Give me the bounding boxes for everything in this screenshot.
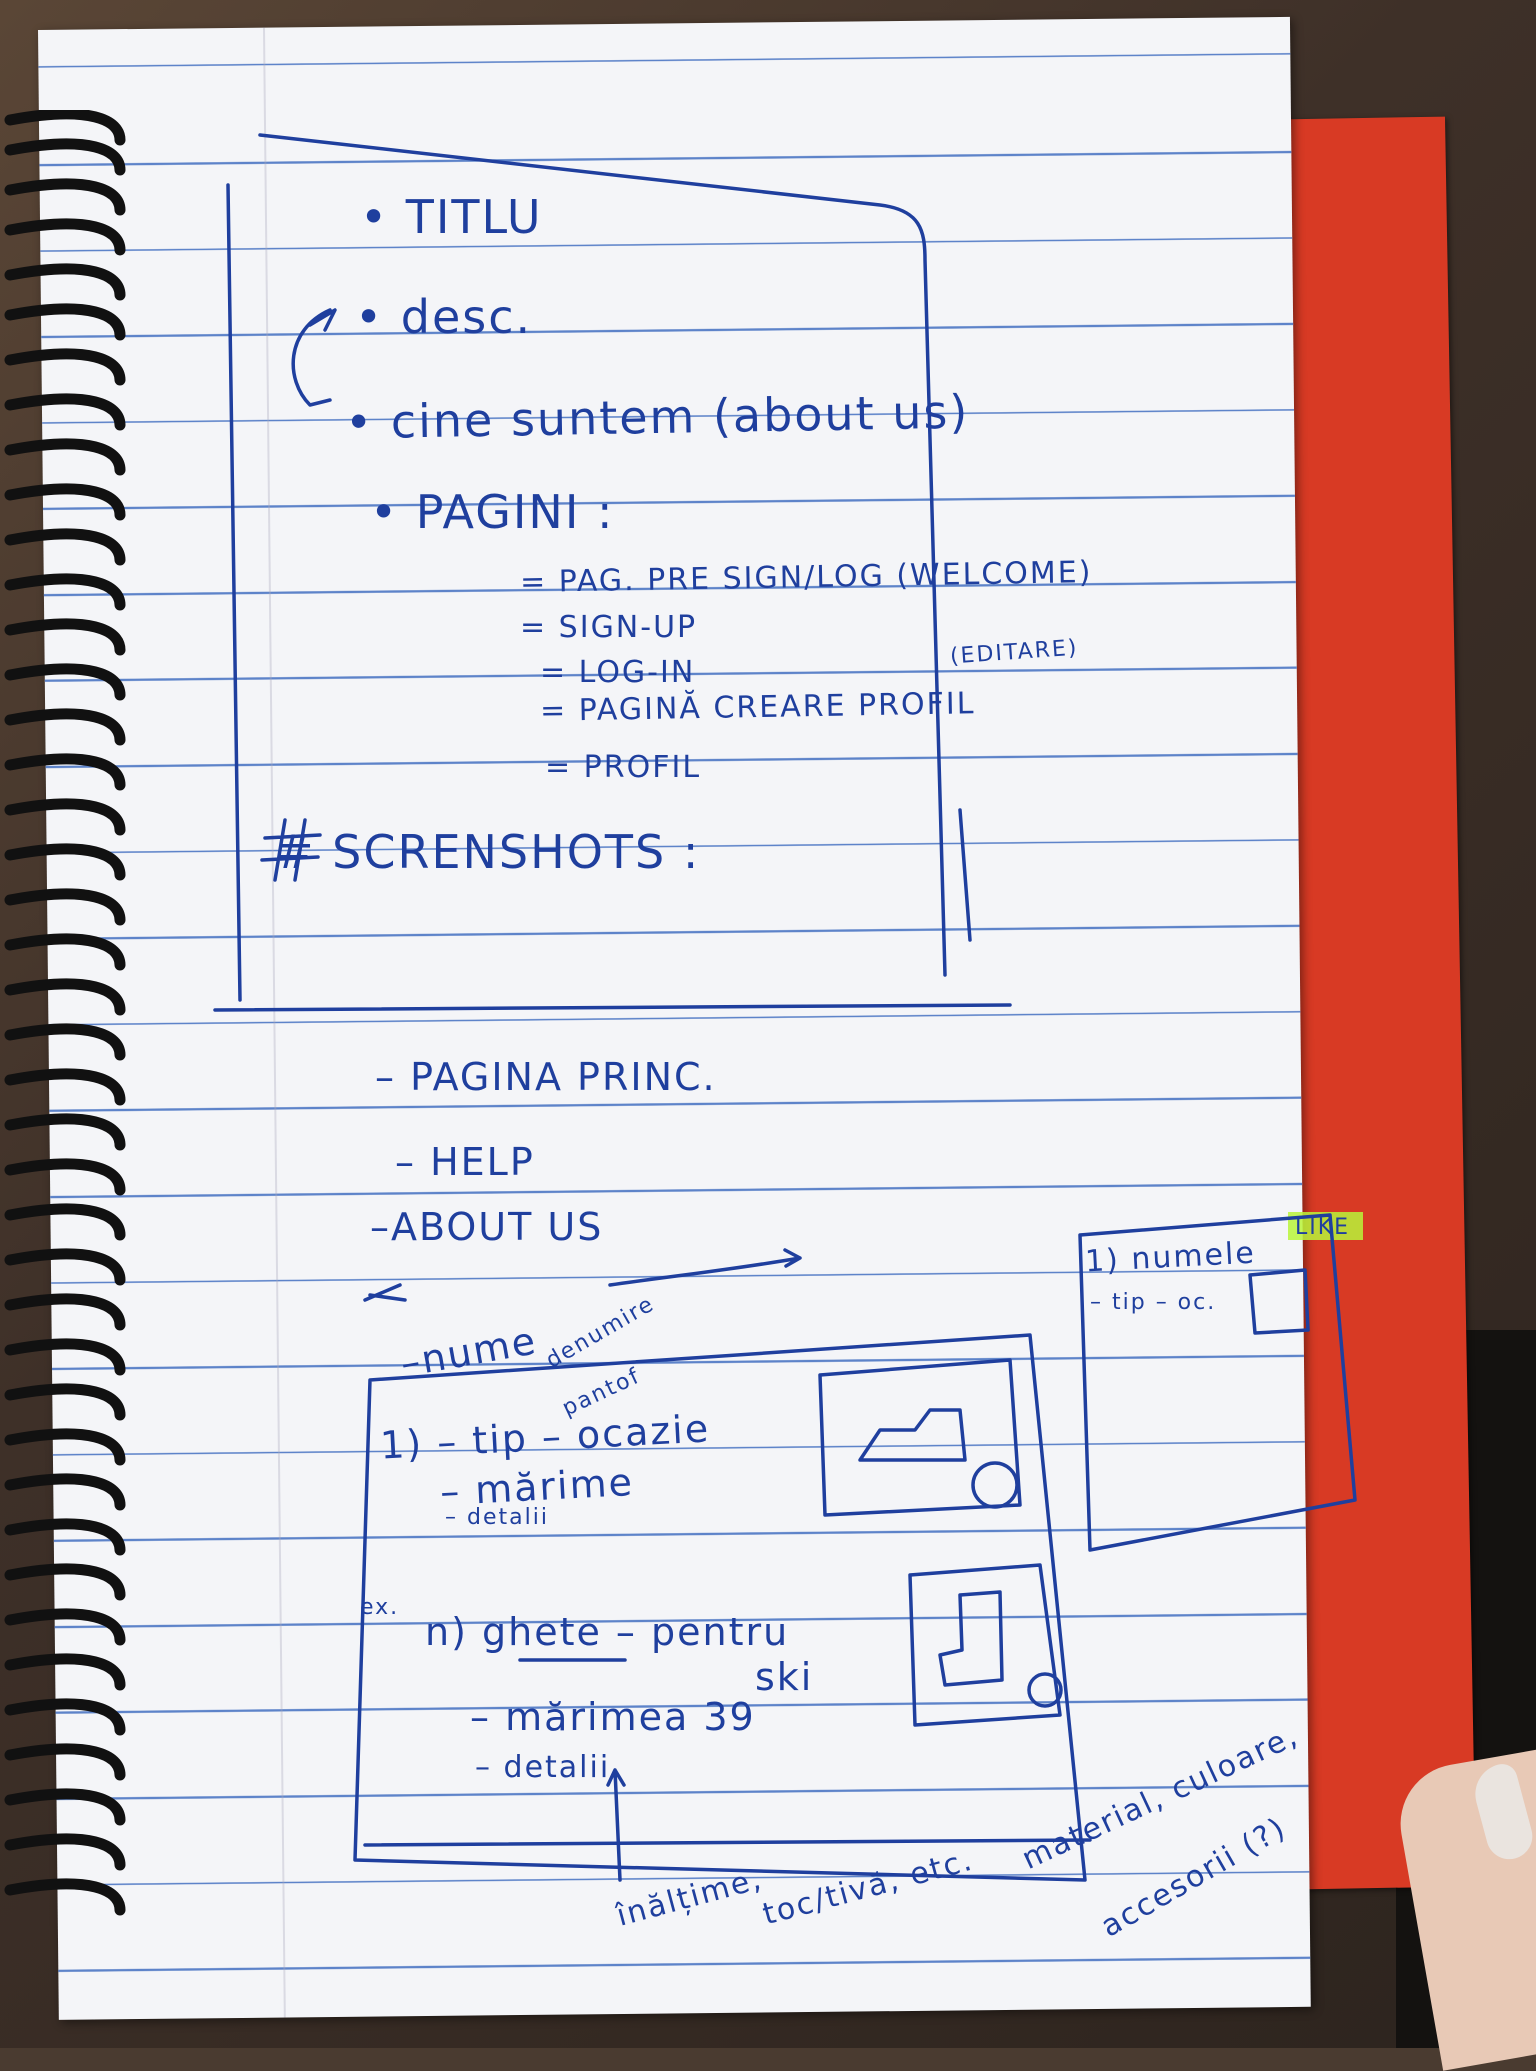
mockup-box-1 <box>353 1333 1087 1882</box>
note-about-us: –ABOUT US <box>370 1205 604 1249</box>
image-box-2 <box>908 1563 1062 1727</box>
note-screenshots: # SCRENSHOTS : <box>275 825 701 879</box>
frame-top-line <box>258 133 947 977</box>
note-help: – HELP <box>395 1140 535 1184</box>
mockup-bottom-line <box>363 1838 1092 1847</box>
note-desc: • desc. <box>355 290 533 344</box>
hash-mark <box>260 818 322 882</box>
frame-left-line <box>226 183 242 1002</box>
scribble-mark <box>363 1283 407 1302</box>
pointer-arrow <box>608 1248 802 1287</box>
like-circle-1 <box>971 1461 1019 1509</box>
note-marimea: – mărimea 39 <box>470 1695 756 1739</box>
note-profil: = PROFIL <box>545 750 702 785</box>
thumb-box <box>1248 1268 1310 1335</box>
image-box-1 <box>818 1358 1022 1517</box>
note-detalii-2: – detalii. <box>475 1750 622 1785</box>
note-log-in: = LOG-IN <box>540 655 696 690</box>
note-pagini: • PAGINI : <box>370 485 615 539</box>
note-right-like: LIKE <box>1295 1215 1351 1240</box>
note-ex: ex. <box>360 1595 400 1620</box>
note-item-n: n) ghete – pentru <box>425 1610 790 1654</box>
frame-bottom-line <box>213 1003 1012 1012</box>
note-titlu: • TITLU <box>360 190 543 244</box>
boot-sketch <box>938 1590 1004 1687</box>
note-ski: ski <box>755 1655 814 1699</box>
up-arrow <box>606 1768 626 1882</box>
note-detalii: – detalii <box>445 1505 549 1530</box>
shoe-sketch-1 <box>858 1408 967 1462</box>
spiral-binding <box>4 110 126 1916</box>
mockup-box-2 <box>1078 1213 1357 1552</box>
frame-right-inner <box>958 808 972 942</box>
like-circle-2 <box>1027 1672 1063 1708</box>
note-right-tip: – tip – oc. <box>1090 1290 1217 1315</box>
note-pagina-princ: – PAGINA PRINC. <box>375 1055 717 1099</box>
loop-arrow <box>291 308 337 407</box>
note-cine-suntem: • cine suntem (about us) <box>344 384 970 450</box>
note-sign-up: = SIGN-UP <box>520 610 698 645</box>
